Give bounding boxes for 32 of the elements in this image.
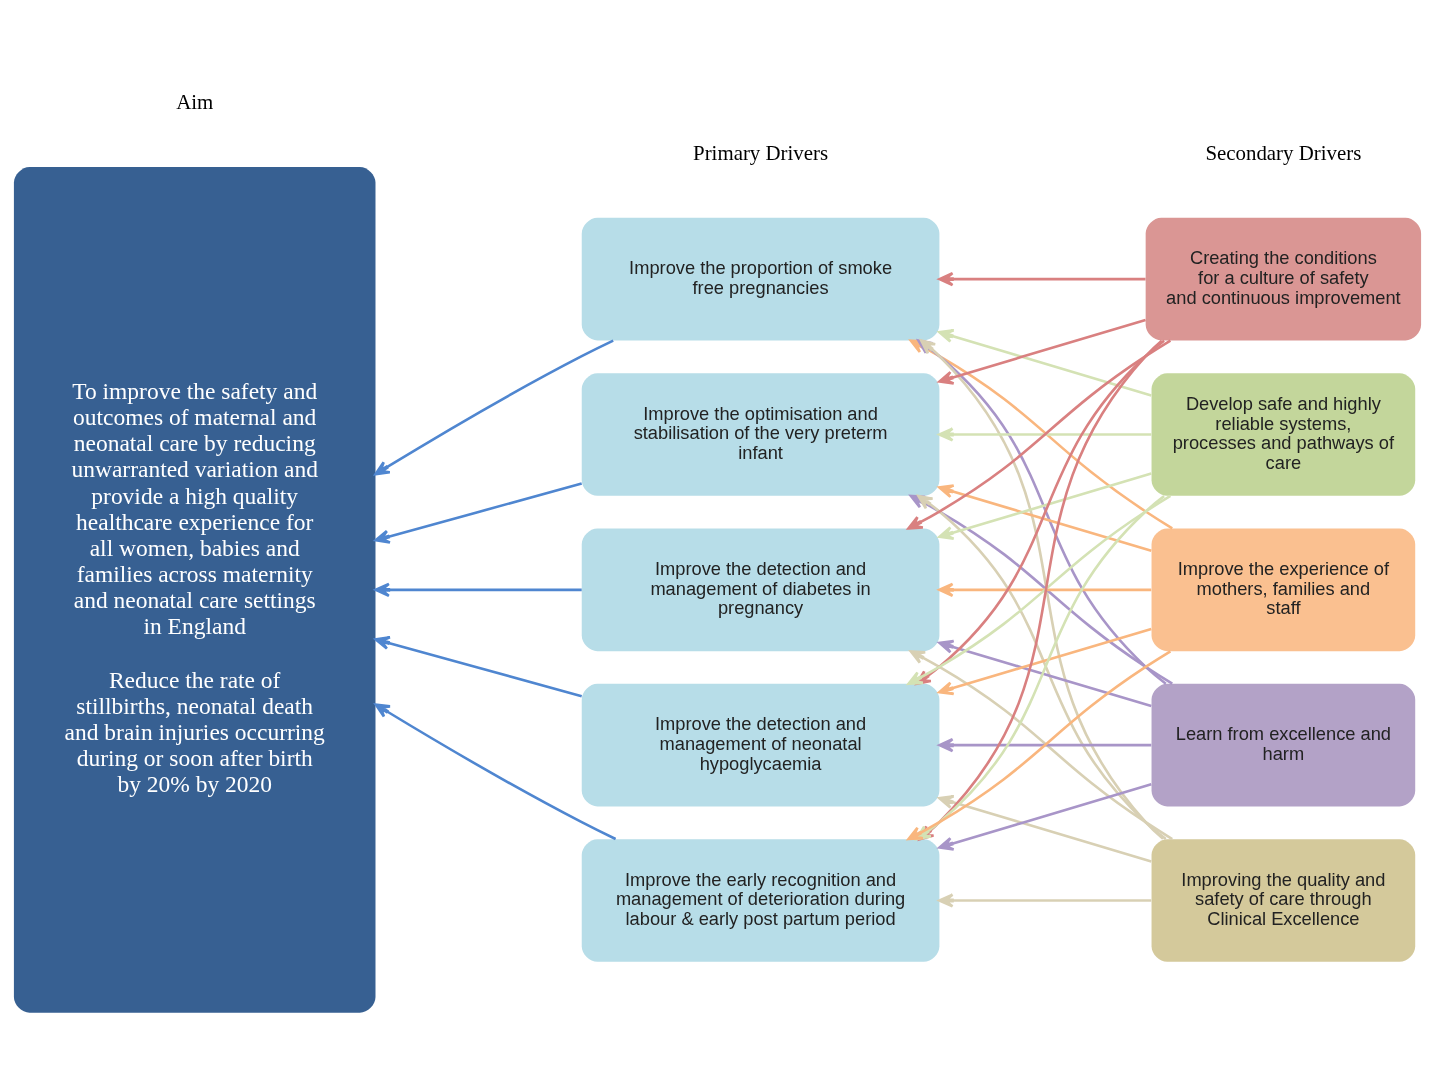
arrow [938,627,1152,695]
node-box: Learn from excellence and harm [1151,683,1416,807]
arrow [374,338,614,475]
label: Primary Drivers [693,140,829,165]
arrow [374,635,583,697]
node-box: Improve the early recognition and management of deterioration during labour & early post partum period [581,838,940,962]
label: Aim [176,89,214,114]
arrow [374,582,582,597]
arrow [938,471,1152,540]
arrow [938,328,1152,397]
arrow [938,426,1152,442]
arrow [938,782,1152,851]
node-box: Improve the proportion of smoke free pregnancies [581,217,940,340]
node-box: Improve the detection and management of neonatal hypoglycaemia [581,683,940,807]
arrow [374,481,583,544]
node-box: Improving the quality and safety of care through Clinical Excellence [1151,838,1416,962]
node-box: Develop safe and highly reliable systems, processes and pathways of care [1151,372,1416,496]
label: Secondary Drivers [1205,140,1362,165]
arrow [938,794,1152,863]
arrow [374,702,617,840]
arrow [938,639,1152,707]
arrow [938,892,1152,908]
node-box: Creating the conditions for a culture of safety and continuous improvement [1145,217,1422,340]
node-box: Improve the experience of mothers, families and staff [1151,528,1416,651]
arrow [938,483,1152,552]
arrow [938,582,1152,597]
arrow [938,737,1152,752]
node-box: Improve the detection and management of diabetes in pregnancy [581,528,940,651]
node-box: To improve the safety and outcomes of maternal and neonatal care by reducing unwarranted variation and provide a high quality healthcare experience for all women, babies and families across maternity and neonatal care settings in England Reduce the rate of stillbirths, neonatal death and brain injuries occurring during or soon after birth by 20% by 2020 [13,166,376,1013]
arrow [938,271,1146,286]
arrow [938,318,1146,385]
node-box: Improve the optimisation and stabilisation of the very preterm infant [581,372,940,496]
